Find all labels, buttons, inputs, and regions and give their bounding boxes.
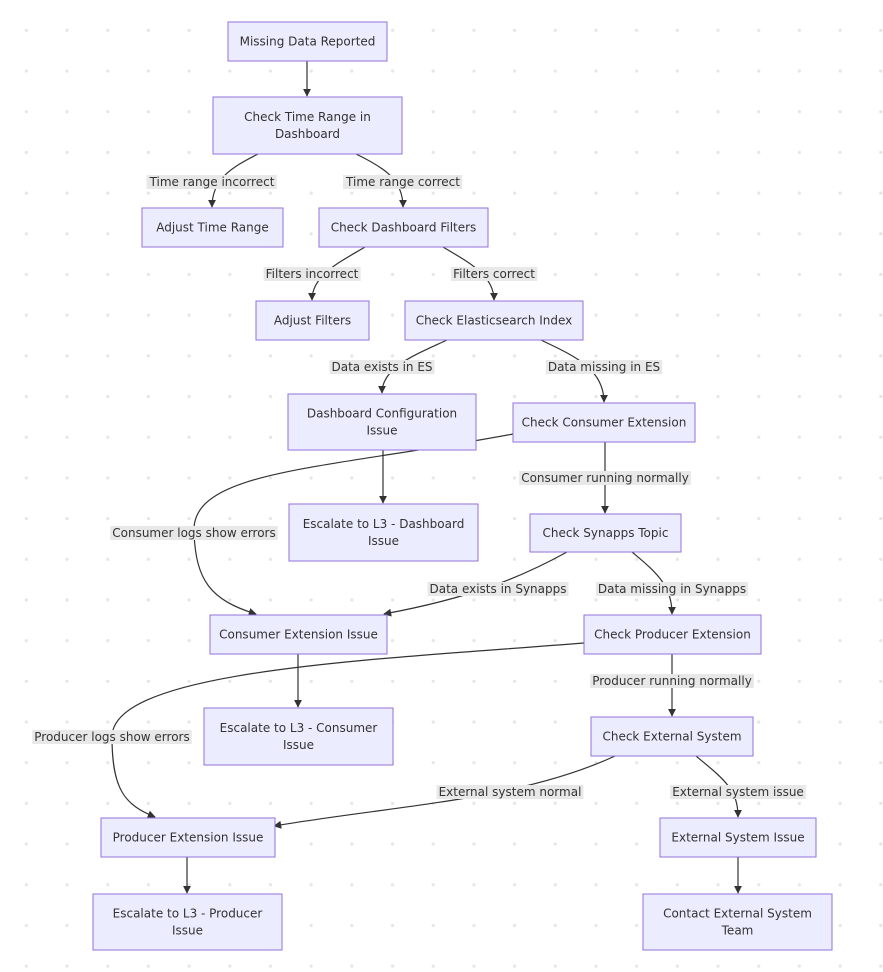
- node-label: External System Issue: [671, 831, 804, 845]
- node-label: Issue: [172, 924, 203, 938]
- edge-prodext-prodissue: [111, 642, 585, 819]
- node-timerange: Check Time Range in Dashboard: [212, 96, 403, 155]
- node-synapps: Check Synapps Topic: [529, 513, 682, 553]
- edge-label: External system normal: [436, 785, 584, 799]
- edge-label: Time range correct: [343, 175, 463, 189]
- edge-label-text: Data missing in ES: [548, 360, 660, 374]
- edge-label-text: Consumer logs show errors: [112, 526, 276, 540]
- edge-label-text: Producer running normally: [592, 674, 752, 688]
- node-label: Check Time Range in: [244, 110, 371, 124]
- edge-label: Filters correct: [451, 267, 538, 281]
- edge-label-text: Filters correct: [453, 267, 535, 281]
- edge-label: Filters incorrect: [263, 267, 361, 281]
- edge-label-text: Time range correct: [345, 175, 460, 189]
- edge-label-text: External system normal: [439, 785, 582, 799]
- node-label: Escalate to L3 - Consumer: [220, 721, 378, 735]
- node-label: Producer Extension Issue: [113, 831, 264, 845]
- edge-extsys-prodissue: [273, 755, 616, 829]
- node-label: Check Elasticsearch Index: [416, 314, 573, 328]
- edge-synapps-prodext: [631, 551, 676, 615]
- node-label: Dashboard Configuration: [307, 407, 457, 421]
- node-filters: Check Dashboard Filters: [318, 207, 489, 248]
- edge-label: Data exists in Synapps: [427, 582, 569, 596]
- edge-consext-consissue: [193, 433, 514, 616]
- node-adjtime: Adjust Time Range: [141, 207, 284, 248]
- edge-label: Consumer logs show errors: [110, 526, 278, 540]
- node-prodissue: Producer Extension Issue: [100, 817, 276, 858]
- edge-label-text: Producer logs show errors: [34, 730, 189, 744]
- edge-label-text: External system issue: [672, 785, 804, 799]
- node-prodext: Check Producer Extension: [583, 614, 762, 655]
- node-label: Issue: [366, 424, 397, 438]
- node-label: Check Consumer Extension: [522, 416, 687, 430]
- node-label: Escalate to L3 - Producer: [113, 907, 263, 921]
- node-label: Adjust Filters: [274, 314, 351, 328]
- node-label: Escalate to L3 - Dashboard: [303, 517, 465, 531]
- edge-label-text: Time range incorrect: [149, 175, 275, 189]
- edge-label: Producer logs show errors: [32, 730, 192, 744]
- edge-label: Data missing in ES: [545, 360, 663, 374]
- node-consissue: Consumer Extension Issue: [209, 614, 388, 655]
- node-consext: Check Consumer Extension: [512, 402, 696, 443]
- node-label: Check External System: [602, 730, 741, 744]
- node-label: Check Producer Extension: [594, 628, 751, 642]
- edge-label: External system issue: [670, 785, 806, 799]
- node-label: Check Dashboard Filters: [331, 221, 477, 235]
- edge-label: Producer running normally: [590, 674, 754, 688]
- node-extsys: Check External System: [590, 716, 754, 757]
- node-extissue: External System Issue: [659, 817, 817, 858]
- node-label: Dashboard: [275, 127, 340, 141]
- node-label: Contact External System: [663, 907, 812, 921]
- node-label: Team: [721, 924, 754, 938]
- edge-label: Data exists in ES: [329, 360, 435, 374]
- edge-label-text: Filters incorrect: [266, 267, 359, 281]
- edge-label-text: Data exists in Synapps: [429, 582, 566, 596]
- edge-label-text: Data exists in ES: [331, 360, 432, 374]
- node-label: Missing Data Reported: [240, 35, 376, 49]
- node-adjfilters: Adjust Filters: [255, 300, 370, 341]
- node-label: Adjust Time Range: [156, 221, 269, 235]
- node-label: Consumer Extension Issue: [219, 628, 378, 642]
- node-esindex: Check Elasticsearch Index: [404, 300, 584, 341]
- node-label: Issue: [283, 738, 314, 752]
- edge-label-text: Data missing in Synapps: [598, 582, 746, 596]
- node-missing: Missing Data Reported: [227, 21, 388, 62]
- node-label: Check Synapps Topic: [543, 526, 669, 540]
- node-label: Issue: [368, 534, 399, 548]
- edge-label-text: Consumer running normally: [521, 471, 689, 485]
- edge-label: Consumer running normally: [519, 471, 691, 485]
- edge-label: Data missing in Synapps: [595, 582, 749, 596]
- edge-label: Time range incorrect: [146, 175, 277, 189]
